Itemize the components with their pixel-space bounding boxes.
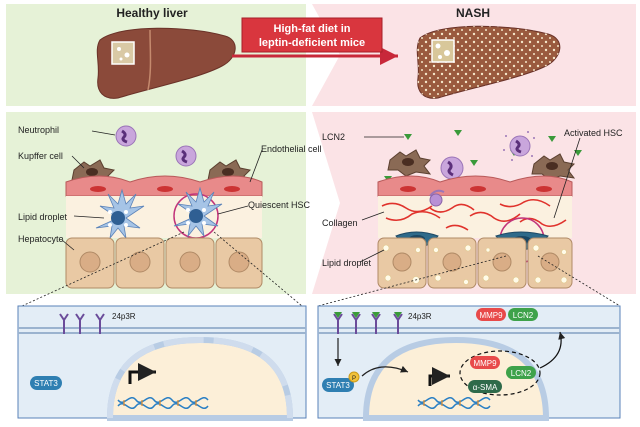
- nash-dna: [417, 367, 491, 409]
- secreted-lcn2-label: LCN2: [513, 311, 534, 320]
- phospho-label: P: [352, 376, 356, 382]
- label-nash-lipid-droplet: Lipid droplet: [322, 258, 372, 268]
- nash-receptors: [333, 313, 403, 334]
- healthy-liver-icon: [96, 27, 236, 99]
- label-activated-hsc: Activated HSC: [564, 128, 623, 138]
- nash-receptor-label: 24p3R: [408, 312, 432, 321]
- secretion-arrow: [539, 331, 566, 369]
- healthy-disse-space: [66, 196, 262, 238]
- healthy-neutrophil-2: [175, 145, 197, 167]
- secreted-mmp9-badge: MMP9: [476, 308, 506, 321]
- nash-leader-lines: [359, 136, 581, 263]
- healthy-receptors: [59, 313, 105, 334]
- healthy-signaling-panel: [17, 305, 307, 421]
- label-lcn2: LCN2: [322, 132, 345, 142]
- mmp9-label: MMP9: [473, 359, 497, 368]
- healthy-hsc-2: [173, 186, 223, 239]
- nash-stat3-badge: STAT3 P: [322, 371, 360, 392]
- diet-condition-box: High-fat diet in leptin-deficient mice: [232, 17, 398, 65]
- zoom-lines: [21, 231, 621, 307]
- healthy-leader-lines: [61, 130, 263, 251]
- label-kupffer-cell: Kupffer cell: [18, 151, 63, 161]
- healthy-liver-title: Healthy liver: [116, 6, 188, 20]
- label-endothelial-cell: Endothelial cell: [261, 144, 322, 154]
- nash-bound-lcn2: [334, 312, 402, 318]
- lcn2-label: LCN2: [511, 369, 532, 378]
- secreted-lcn2-badge: LCN2: [508, 308, 538, 321]
- label-lipid-droplet: Lipid droplet: [18, 212, 68, 222]
- lcn2-badge: LCN2: [506, 366, 536, 379]
- label-neutrophil: Neutrophil: [18, 125, 59, 135]
- nash-hepatocytes: [377, 237, 573, 289]
- nash-signaling-panel: [317, 305, 621, 421]
- stat3-nuclear-arrow: [361, 365, 409, 377]
- healthy-stat3-label: STAT3: [34, 379, 58, 388]
- mmp9-badge: MMP9: [470, 356, 500, 369]
- secreted-mmp9-label: MMP9: [479, 311, 503, 320]
- asma-badge: α-SMA: [468, 380, 502, 393]
- healthy-dna: [117, 363, 209, 409]
- nash-collagen-fibers: [381, 198, 567, 231]
- nash-liver-icon: [416, 25, 561, 99]
- nash-neutrophil: [440, 131, 535, 180]
- healthy-hepatocytes: [65, 237, 263, 289]
- healthy-endothelium: [65, 175, 263, 197]
- nash-disse-space: [378, 196, 572, 238]
- asma-label: α-SMA: [473, 383, 498, 392]
- nash-stat3-label: STAT3: [326, 381, 350, 390]
- healthy-stat3-badge: STAT3: [30, 376, 62, 390]
- healthy-neutrophil: [115, 125, 137, 147]
- nash-kupffer-cell-2: [531, 153, 576, 181]
- nash-infiltrating-neutrophil: [429, 189, 445, 207]
- label-quiescent-hsc: Quiescent HSC: [248, 200, 311, 210]
- nash-kupffer-cell: [387, 149, 432, 177]
- label-collagen: Collagen: [322, 218, 358, 228]
- condition-line-2: leptin-deficient mice: [259, 37, 365, 49]
- label-hepatocyte: Hepatocyte: [18, 234, 64, 244]
- gene-products-ellipse: [459, 350, 541, 396]
- healthy-receptor-label: 24p3R: [112, 312, 136, 321]
- nash-title: NASH: [456, 6, 490, 20]
- condition-line-1: High-fat diet in: [274, 23, 351, 35]
- nash-endothelium: [377, 175, 573, 197]
